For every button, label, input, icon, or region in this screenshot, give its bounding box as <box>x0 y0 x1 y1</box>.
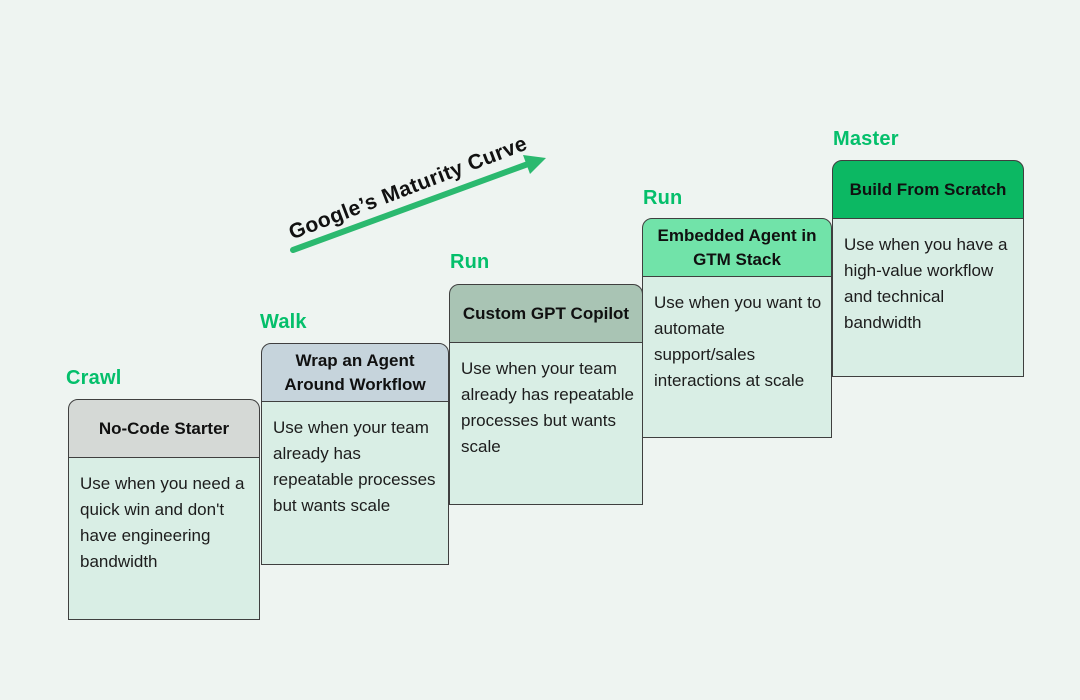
stage-card-build-from-scratch: Build From Scratch Use when you have a h… <box>832 160 1024 377</box>
card-description: Use when you want to automate support/sa… <box>642 277 832 438</box>
stage-label-master: Master <box>833 128 899 150</box>
card-title: No-Code Starter <box>68 399 260 458</box>
stage-card-wrap-agent: Wrap an Agent Around Workflow Use when y… <box>261 343 449 565</box>
card-description: Use when you need a quick win and don't … <box>68 458 260 620</box>
stage-card-no-code-starter: No-Code Starter Use when you need a quic… <box>68 399 260 620</box>
card-title: Wrap an Agent Around Workflow <box>261 343 449 402</box>
card-title: Embedded Agent in GTM Stack <box>642 218 832 277</box>
card-description: Use when your team already has repeatabl… <box>261 402 449 565</box>
stage-card-custom-gpt-copilot: Custom GPT Copilot Use when your team al… <box>449 284 643 505</box>
stage-card-embedded-agent: Embedded Agent in GTM Stack Use when you… <box>642 218 832 438</box>
stage-label-run-2: Run <box>643 187 683 209</box>
card-description: Use when you have a high-value workflow … <box>832 219 1024 377</box>
card-title: Custom GPT Copilot <box>449 284 643 343</box>
card-description: Use when your team already has repeatabl… <box>449 343 643 505</box>
maturity-arrow-icon <box>290 155 546 253</box>
card-title: Build From Scratch <box>832 160 1024 219</box>
stage-label-walk: Walk <box>260 311 307 333</box>
stage-label-run-1: Run <box>450 251 490 273</box>
stage-label-crawl: Crawl <box>66 367 122 389</box>
